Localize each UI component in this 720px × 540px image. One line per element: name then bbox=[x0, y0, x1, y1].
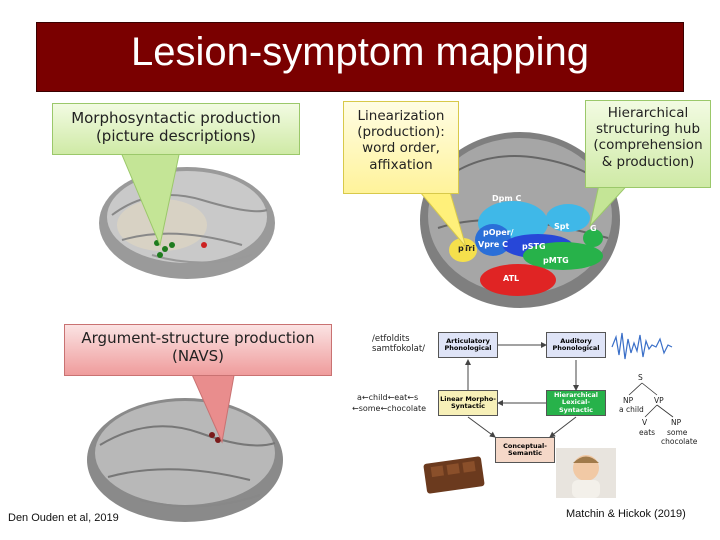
tree-chocolate: chocolate bbox=[661, 437, 698, 446]
linear-string-2: ←some←chocolate bbox=[352, 404, 427, 413]
hierarchical-callout-pointer bbox=[589, 180, 633, 228]
citation-left: Den Ouden et al, 2019 bbox=[8, 512, 119, 524]
citation-right: Matchin & Hickok (2019) bbox=[566, 508, 686, 520]
linear-string-1: a←child←eat←s bbox=[357, 393, 419, 402]
slide-title: Lesion-symptom mapping bbox=[131, 30, 589, 74]
tree-eats: eats bbox=[639, 428, 656, 437]
box-hierarchical: Hierarchical Lexical-Syntactic bbox=[546, 390, 606, 416]
tree-a-child: a child bbox=[619, 405, 644, 414]
box-conceptual: Conceptual-Semantic bbox=[495, 437, 555, 463]
tree-some: some bbox=[667, 428, 688, 437]
box-auditory: Auditory Phonological bbox=[546, 332, 606, 358]
argument-callout-pointer bbox=[189, 370, 236, 444]
box-articulatory: Articulatory Phonological bbox=[438, 332, 498, 358]
argument-callout: Argument-structure production (NAVS) bbox=[64, 324, 332, 376]
flow-arrows bbox=[465, 332, 673, 438]
morpho-callout-pointer bbox=[119, 150, 181, 247]
region-pmtg: pMTG bbox=[543, 256, 569, 265]
morpho-callout: Morphosyntactic production (picture desc… bbox=[52, 103, 300, 155]
tree-vp: VP bbox=[654, 396, 664, 405]
region-dpmc: Dpm C bbox=[492, 194, 522, 203]
region-ptri: pTri bbox=[458, 244, 475, 253]
region-atl: ATL bbox=[503, 274, 520, 283]
tree-np: NP bbox=[623, 396, 634, 405]
child-image bbox=[556, 448, 616, 498]
region-pstg: pSTG bbox=[522, 242, 546, 251]
title-bar bbox=[36, 22, 684, 92]
brain-image-lower-left bbox=[87, 398, 283, 522]
linearization-callout: Linearization (production): word order, … bbox=[343, 101, 459, 194]
phonetic-transcription: /etfoldits samtfokolat/ bbox=[372, 334, 426, 354]
linearization-callout-pointer bbox=[420, 192, 467, 248]
tree-np2: NP bbox=[671, 418, 682, 427]
brain-image-regions bbox=[420, 132, 620, 308]
hierarchical-callout: Hierarchical structuring hub (comprehens… bbox=[585, 100, 711, 188]
tree-v: V bbox=[642, 418, 648, 427]
region-g: G bbox=[590, 224, 597, 233]
syntax-tree-lines bbox=[628, 382, 674, 418]
region-poper: pOper/ bbox=[483, 228, 514, 237]
box-linear: Linear Morpho-Syntactic bbox=[438, 390, 498, 416]
region-vprec: Vpre C bbox=[478, 240, 508, 249]
region-spt: Spt bbox=[554, 222, 570, 231]
tree-s: S bbox=[638, 373, 643, 382]
chocolate-image bbox=[423, 456, 485, 494]
